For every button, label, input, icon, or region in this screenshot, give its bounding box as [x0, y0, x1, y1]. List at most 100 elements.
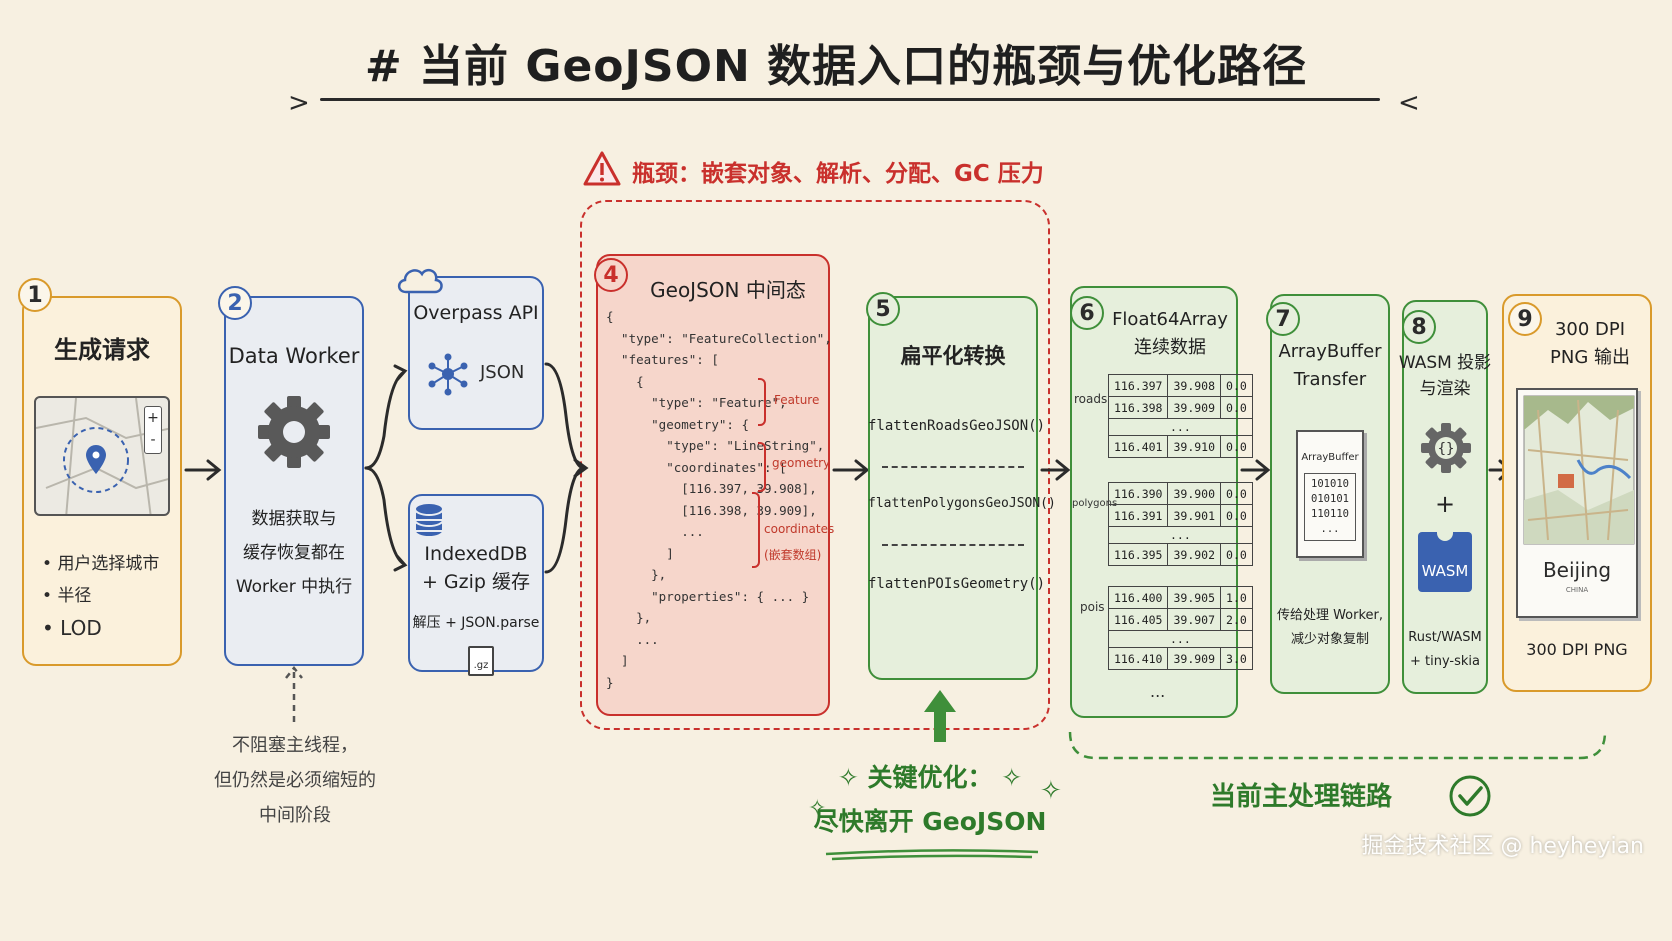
geometry-brace — [758, 442, 766, 492]
table-row: ... — [1108, 526, 1253, 544]
sparkle-icon: ✧ — [1040, 776, 1062, 806]
map-zoom-control[interactable]: + - — [144, 406, 162, 454]
step-1-title: 生成请求 — [54, 336, 150, 364]
left-tick-icon: > — [288, 88, 310, 118]
table-ellipsis-cell: ... — [1108, 630, 1253, 648]
binary-line: 101010 — [1311, 478, 1349, 490]
title-underline — [320, 98, 1380, 101]
zoom-out-button[interactable]: - — [150, 432, 156, 448]
code-line: ... — [606, 631, 659, 647]
step-2-card — [224, 296, 364, 666]
zoom-in-button[interactable]: + — [147, 410, 159, 426]
table-cell: 1.0 — [1220, 586, 1253, 609]
code-line: "features": [ — [606, 352, 719, 367]
code-line: ... — [606, 524, 704, 539]
wasm-logo: WASM — [1418, 529, 1472, 592]
step-9-title: 300 DPI PNG 输出 — [1530, 316, 1650, 372]
table-cell: 39.900 — [1167, 482, 1222, 505]
arrow-4-5 — [832, 459, 870, 481]
table-cell: 116.395 — [1107, 543, 1169, 566]
code-line: { — [606, 373, 644, 389]
table-cell: 0.0 — [1220, 435, 1253, 458]
fn-divider — [882, 544, 1024, 546]
code-line: "type": "LineString", — [606, 438, 825, 453]
right-tick-icon: < — [1398, 88, 1420, 118]
binary-line: 110110 — [1311, 508, 1349, 520]
step-1-number: 1 — [18, 278, 52, 312]
table-cell: 39.909 — [1167, 396, 1222, 419]
wasm-label: WASM — [1421, 562, 1469, 580]
flatten-polygons-fn: flattenPolygonsGeoJSON() — [868, 496, 1056, 511]
step-6-title-line: Float64Array — [1112, 309, 1228, 330]
step-4-card — [596, 254, 830, 716]
json-label: JSON — [480, 362, 525, 383]
table-cell: 0.0 — [1220, 482, 1253, 505]
code-line: ] — [606, 545, 674, 561]
step-5-number: 5 — [866, 292, 900, 326]
warning-icon — [583, 151, 621, 186]
wasm-logo-notch — [1437, 529, 1453, 541]
merge-arrows-3-4 — [544, 362, 589, 574]
step-3-overpass-title: Overpass API — [413, 302, 539, 324]
table-cell: 39.905 — [1167, 586, 1222, 609]
bullet-city: • 用户选择城市 — [42, 554, 160, 574]
step-7-number: 7 — [1266, 302, 1300, 336]
png-map-output: Beijing CHINA — [1516, 388, 1638, 618]
watermark: 掘金技术社区 @ heyheyian — [1361, 834, 1644, 859]
gear-icon — [258, 396, 330, 468]
step-4-title: GeoJSON 中间态 — [650, 278, 806, 302]
coordinates-brace — [752, 492, 760, 568]
step-3-overpass-card — [408, 276, 544, 430]
flatten-fn-list: flattenRoadsGeoJSON() flattenPolygonsGeo… — [868, 296, 1056, 680]
flatten-roads-fn: flattenRoadsGeoJSON() — [868, 418, 1046, 434]
step-8-card — [1402, 300, 1488, 694]
step-2-number: 2 — [218, 286, 252, 320]
sparkle-icon: ✧ — [808, 796, 827, 821]
step-5-card — [868, 296, 1038, 680]
step-6-title: Float64Array 连续数据 — [1104, 306, 1236, 362]
main-chain-label: 当前主处理链路 — [1210, 782, 1393, 812]
table-row: ... — [1108, 418, 1253, 436]
step-8-desc: Rust/WASM + tiny-skia — [1398, 626, 1492, 674]
worker-note-line: 中间阶段 — [259, 805, 331, 826]
code-line: { — [606, 309, 614, 324]
table-cell: 0.0 — [1220, 374, 1253, 397]
step-9-desc: 300 DPI PNG — [1526, 640, 1628, 659]
table-cell: 116.397 — [1107, 374, 1169, 397]
worker-note-line: 不阻塞主线程， — [232, 735, 358, 756]
table-ellipsis-cell: ... — [1108, 526, 1253, 544]
step-8-title-line: WASM 投影 — [1398, 353, 1492, 373]
step-2-desc-line: 数据获取与 — [251, 509, 337, 529]
code-line: "type": "FeatureCollection", — [606, 330, 832, 346]
table-cell: 116.405 — [1107, 608, 1169, 631]
code-line: [116.397, 39.908], — [606, 481, 817, 496]
key-opt-underline — [825, 849, 1039, 861]
table-cell: 39.908 — [1167, 374, 1222, 397]
arraybuffer-doc-label: ArrayBuffer — [1301, 452, 1359, 463]
svg-text:{}: {} — [1438, 441, 1455, 457]
table-ellipsis-cell: ... — [1108, 418, 1253, 436]
table-cell: 39.909 — [1167, 647, 1222, 670]
main-chain-bracket — [1068, 731, 1607, 760]
table-cell: 116.400 — [1107, 586, 1169, 609]
table-cell: 116.398 — [1107, 396, 1169, 419]
step-4-number: 4 — [594, 258, 628, 292]
step-8-desc-line: + tiny-skia — [1409, 654, 1480, 669]
step-7-title: ArrayBuffer Transfer — [1270, 338, 1390, 394]
flatten-pois-fn: flattenPOIsGeometry() — [868, 576, 1046, 592]
table-cell: 0.0 — [1220, 504, 1253, 527]
plus-sign: + — [1434, 490, 1456, 518]
step-9-number: 9 — [1508, 302, 1542, 336]
indexeddb-title-line: IndexedDB — [424, 543, 528, 565]
step-2-title: Data Worker — [228, 344, 360, 368]
code-line: "properties": { ... } — [606, 588, 810, 604]
binary-block: 101010 010101 110110 ... — [1304, 473, 1356, 541]
